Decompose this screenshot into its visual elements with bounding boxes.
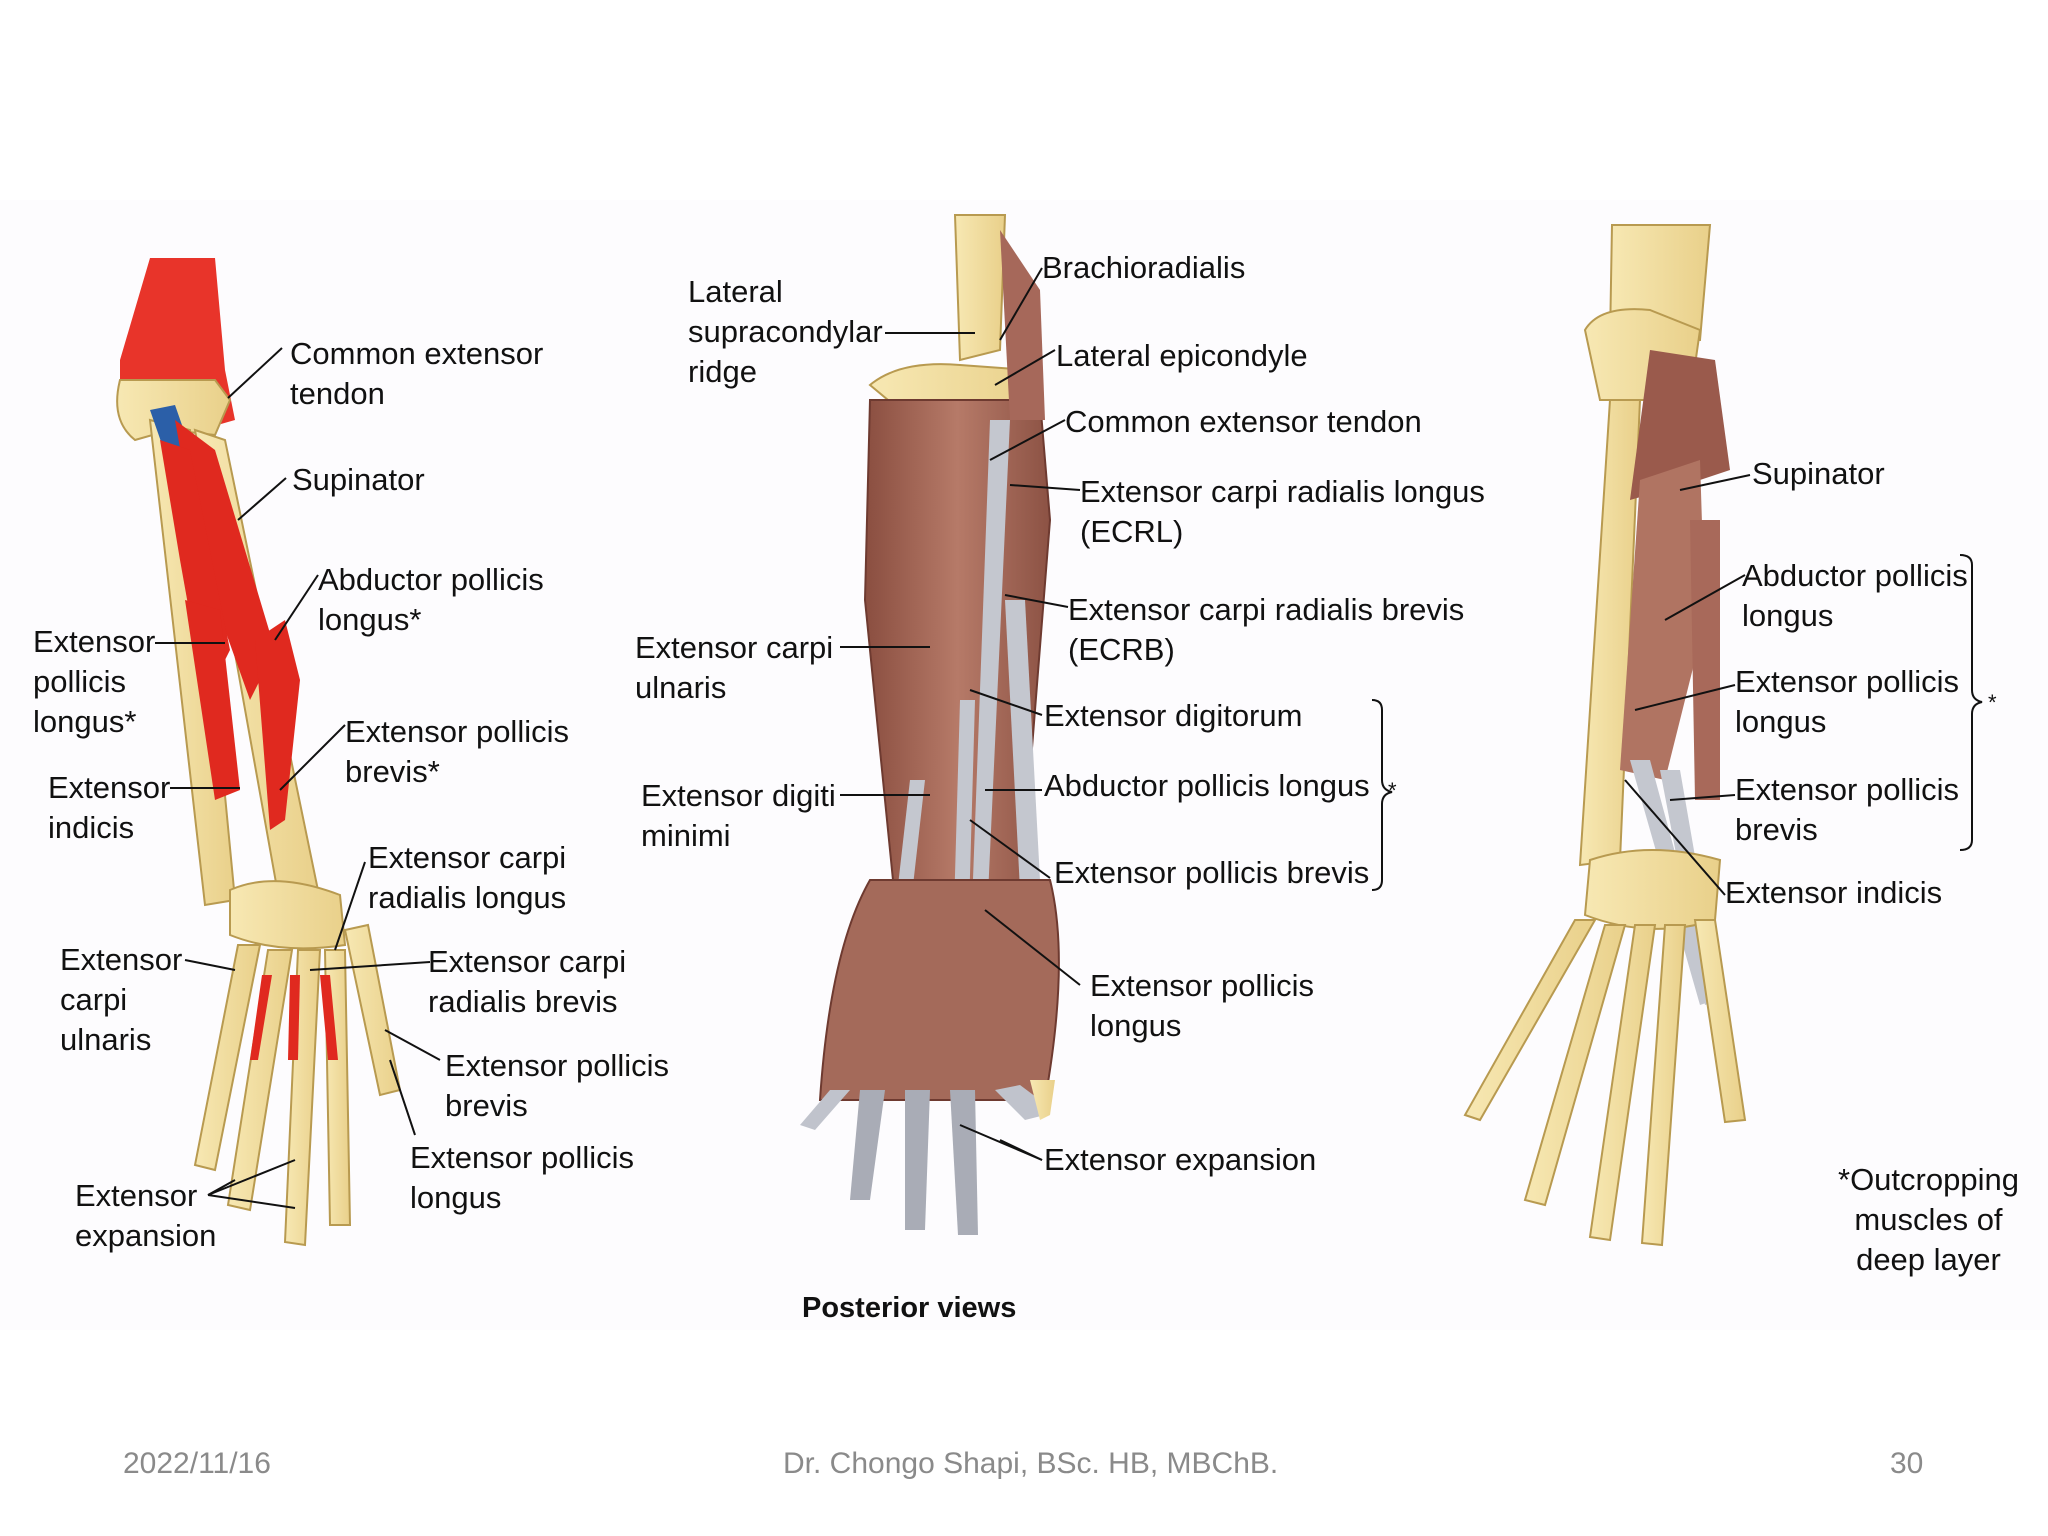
footer-page-number: 30 xyxy=(1890,1447,1924,1480)
label-mid-lateral-epicondyle: Lateral epicondyle xyxy=(1056,338,1308,373)
mid-brace-star: * xyxy=(1388,778,1397,803)
label-mid-abductor-pollicis-longus: Abductor pollicis longus xyxy=(1044,768,1370,803)
label-mid-ecrb: Extensor carpi radialis brevis(ECRB) xyxy=(1068,592,1465,667)
footer-date: 2022/11/16 xyxy=(123,1447,271,1480)
left-arm-illustration xyxy=(116,258,402,1247)
figure-caption: Posterior views xyxy=(802,1292,1017,1324)
label-left-supinator: Supinator xyxy=(292,462,425,497)
right-brace-star: * xyxy=(1988,690,1997,715)
label-right-supinator: Supinator xyxy=(1752,456,1885,491)
middle-arm-illustration xyxy=(800,214,1060,1235)
label-mid-extensor-expansion: Extensor expansion xyxy=(1044,1142,1317,1177)
label-right-extensor-indicis: Extensor indicis xyxy=(1725,875,1943,910)
label-mid-ecrl: Extensor carpi radialis longus(ECRL) xyxy=(1080,474,1485,549)
label-mid-common-extensor-tendon: Common extensor tendon xyxy=(1065,404,1422,439)
label-mid-brachioradialis: Brachioradialis xyxy=(1042,250,1246,285)
label-mid-extensor-pollicis-brevis: Extensor pollicis brevis xyxy=(1054,855,1370,890)
label-mid-extensor-digitorum: Extensor digitorum xyxy=(1044,698,1303,733)
leader-lines xyxy=(155,267,1983,1209)
right-arm-illustration xyxy=(1463,224,1747,1247)
footer-author: Dr. Chongo Shapi, BSc. HB, MBChB. xyxy=(783,1447,1279,1480)
